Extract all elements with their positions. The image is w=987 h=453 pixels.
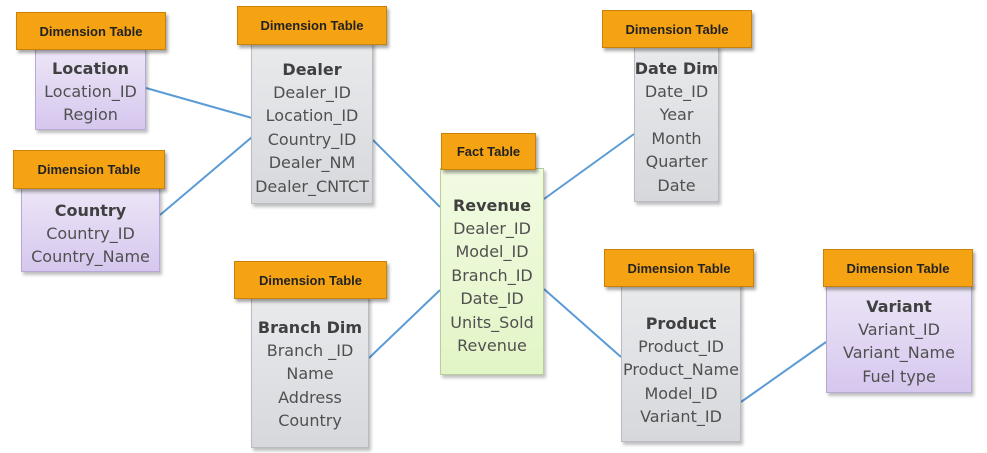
- table-field: Region: [63, 105, 118, 125]
- date-dim-table: Date Dim Date_ID Year Month Quarter Date: [634, 45, 719, 202]
- table-field: Country_ID: [267, 129, 357, 149]
- table-field: Date: [657, 175, 696, 195]
- table-field: Branch _ID: [266, 341, 354, 360]
- table-field: Address: [278, 387, 342, 407]
- connector-revenue-product: [543, 288, 622, 358]
- table-field: Variant_Name: [843, 343, 955, 363]
- connector-revenue-datedim: [543, 133, 635, 200]
- branch-dim-dimension-tag: Dimension Table: [234, 261, 387, 299]
- table-field: Units_Sold: [450, 312, 534, 332]
- table-title: Product: [645, 314, 717, 333]
- table-field: Dealer_ID: [273, 83, 351, 102]
- product-table: Product Product_ID Product_Name Model_ID…: [621, 283, 741, 442]
- revenue-fact-table: Revenue Dealer_ID Model_ID Branch_ID Dat…: [440, 168, 544, 375]
- country-dimension-tag: Dimension Table: [13, 150, 165, 189]
- table-field: Fuel type: [862, 366, 936, 386]
- table-field: Date_ID: [460, 289, 524, 309]
- table-field: Variant_ID: [640, 407, 722, 427]
- table-field: Branch_ID: [451, 265, 533, 285]
- table-field: Location_ID: [44, 82, 137, 101]
- table-field: Dealer_CNTCT: [255, 176, 369, 196]
- table-field: Model_ID: [644, 383, 718, 403]
- table-field: Location_ID: [265, 106, 359, 126]
- table-title: Location: [52, 59, 129, 78]
- table-field: Product_Name: [623, 360, 739, 380]
- connector-country-dealer: [159, 136, 253, 216]
- table-title: Country: [54, 201, 127, 220]
- table-field: Year: [659, 105, 694, 125]
- table-title: Variant: [866, 297, 932, 316]
- table-field: Name: [286, 364, 334, 384]
- connector-branch-revenue: [368, 289, 441, 359]
- table-title: Revenue: [452, 196, 532, 215]
- table-field: Model_ID: [455, 242, 529, 262]
- connector-product-variant: [740, 341, 827, 403]
- table-field: Country: [278, 411, 342, 431]
- table-title: Dealer: [282, 60, 342, 79]
- table-field: Date_ID: [644, 82, 709, 101]
- table-field: Dealer_ID: [453, 219, 531, 238]
- dealer-dimension-tag: Dimension Table: [237, 6, 387, 45]
- connector-dealer-revenue: [372, 139, 441, 208]
- branch-dim-table: Branch Dim Branch _ID Name Address Count…: [251, 296, 369, 448]
- dealer-table: Dealer Dealer_ID Location_ID Country_ID …: [251, 42, 373, 204]
- location-table: Location Location_ID Region: [35, 48, 146, 130]
- table-field: Country_Name: [31, 247, 150, 267]
- table-field: Quarter: [645, 152, 708, 172]
- table-title: Date Dim: [634, 59, 719, 78]
- variant-dimension-tag: Dimension Table: [823, 249, 973, 287]
- location-dimension-tag: Dimension Table: [16, 12, 166, 50]
- country-table: Country Country_ID Country_Name: [21, 186, 160, 272]
- table-field: Revenue: [457, 336, 527, 356]
- table-field: Variant_ID: [858, 320, 940, 339]
- table-field: Month: [651, 128, 702, 148]
- fact-table-tag: Fact Table: [441, 133, 536, 170]
- table-field: Dealer_NM: [268, 153, 356, 173]
- table-field: Product_ID: [638, 337, 724, 356]
- table-title: Branch Dim: [257, 318, 363, 337]
- table-field: Country_ID: [46, 224, 135, 243]
- connector-location-dealer: [145, 87, 253, 119]
- date-dim-dimension-tag: Dimension Table: [602, 10, 752, 48]
- variant-table: Variant Variant_ID Variant_Name Fuel typ…: [826, 283, 972, 393]
- product-dimension-tag: Dimension Table: [604, 249, 754, 287]
